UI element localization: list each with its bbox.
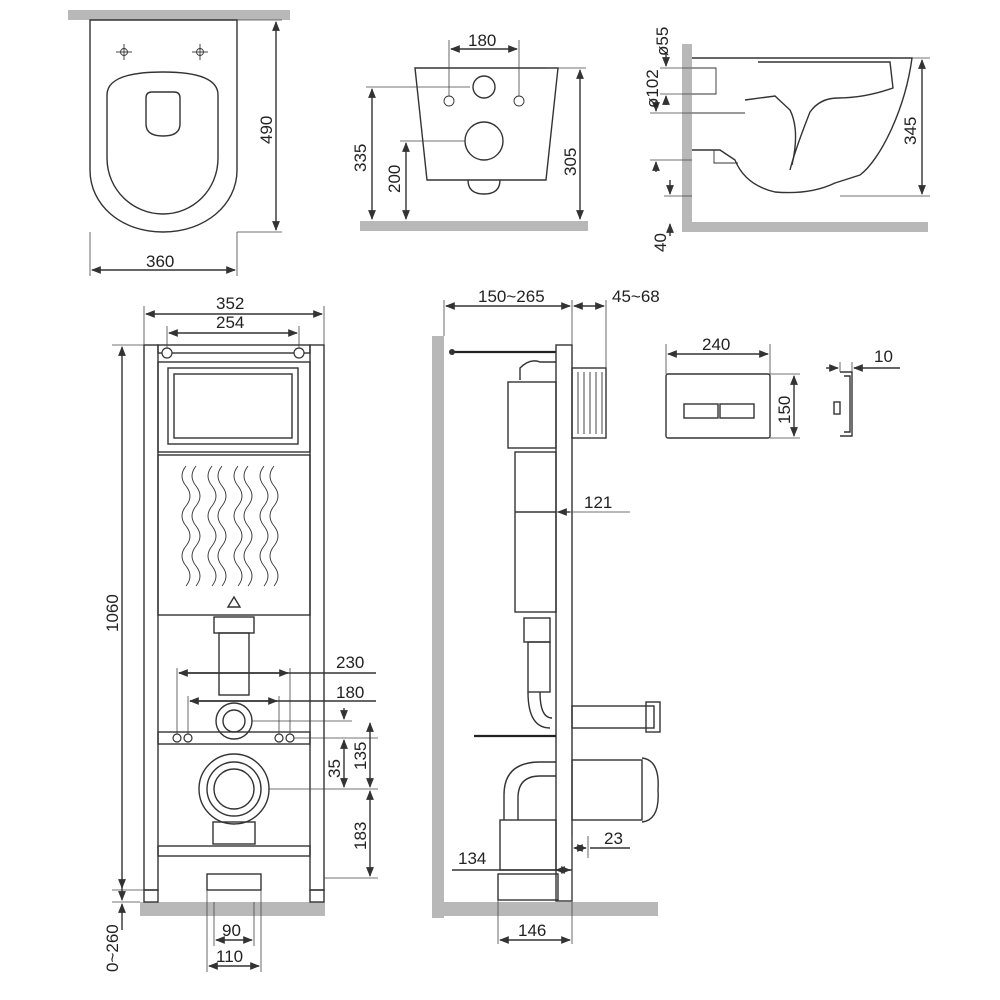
frame-front-view	[112, 306, 378, 972]
dim-frame-base-depth: 146	[518, 921, 546, 940]
dim-foot-outer: 110	[216, 947, 243, 966]
dim-pipe-offset: 23	[604, 829, 623, 848]
dim-panel-thickness: 45~68	[612, 287, 660, 306]
flush-plate-side	[826, 362, 900, 437]
bowl-side-view	[650, 44, 930, 236]
dim-outlet-offset: 35	[325, 759, 344, 778]
dim-frame-width: 352	[216, 294, 244, 313]
dim-bowl-depth: 490	[257, 116, 276, 144]
bowl-rear-view	[360, 40, 588, 231]
dim-inlet-diameter: ø55	[653, 27, 672, 56]
dim-frame-height: 1060	[103, 594, 122, 632]
dim-cistern-depth: 121	[584, 493, 612, 512]
dim-bowl-front-height: 305	[561, 148, 580, 176]
flush-plate-front	[665, 344, 800, 439]
dim-plate-height: 150	[775, 396, 794, 424]
dim-floor-gap: 40	[651, 233, 670, 252]
bowl-top-view	[68, 10, 290, 276]
dim-stud-spacing-outer: 230	[336, 653, 364, 672]
frame-side-view	[432, 300, 661, 944]
dim-inlet-height: 335	[351, 144, 370, 172]
dim-stud-spacing-inner: 180	[336, 683, 364, 702]
dim-drain-offset: 134	[458, 849, 486, 868]
dim-bolt-spacing: 180	[468, 31, 496, 50]
dim-plate-thickness: 10	[874, 347, 893, 366]
dim-stud-height: 135	[351, 742, 370, 770]
dim-wall-depth: 150~265	[478, 287, 545, 306]
dim-outlet-diameter: ø102	[643, 69, 662, 108]
dim-outlet-height: 200	[385, 165, 404, 193]
dim-leg-adjustment: 0~260	[103, 924, 122, 972]
dim-foot-inner: 90	[222, 921, 241, 940]
dim-plate-width: 240	[702, 335, 730, 354]
dim-outlet-floor-height: 183	[351, 822, 370, 850]
dim-bowl-side-height: 345	[901, 117, 920, 145]
dim-bowl-width: 360	[146, 252, 174, 271]
dim-bracket-spacing: 254	[216, 313, 244, 332]
